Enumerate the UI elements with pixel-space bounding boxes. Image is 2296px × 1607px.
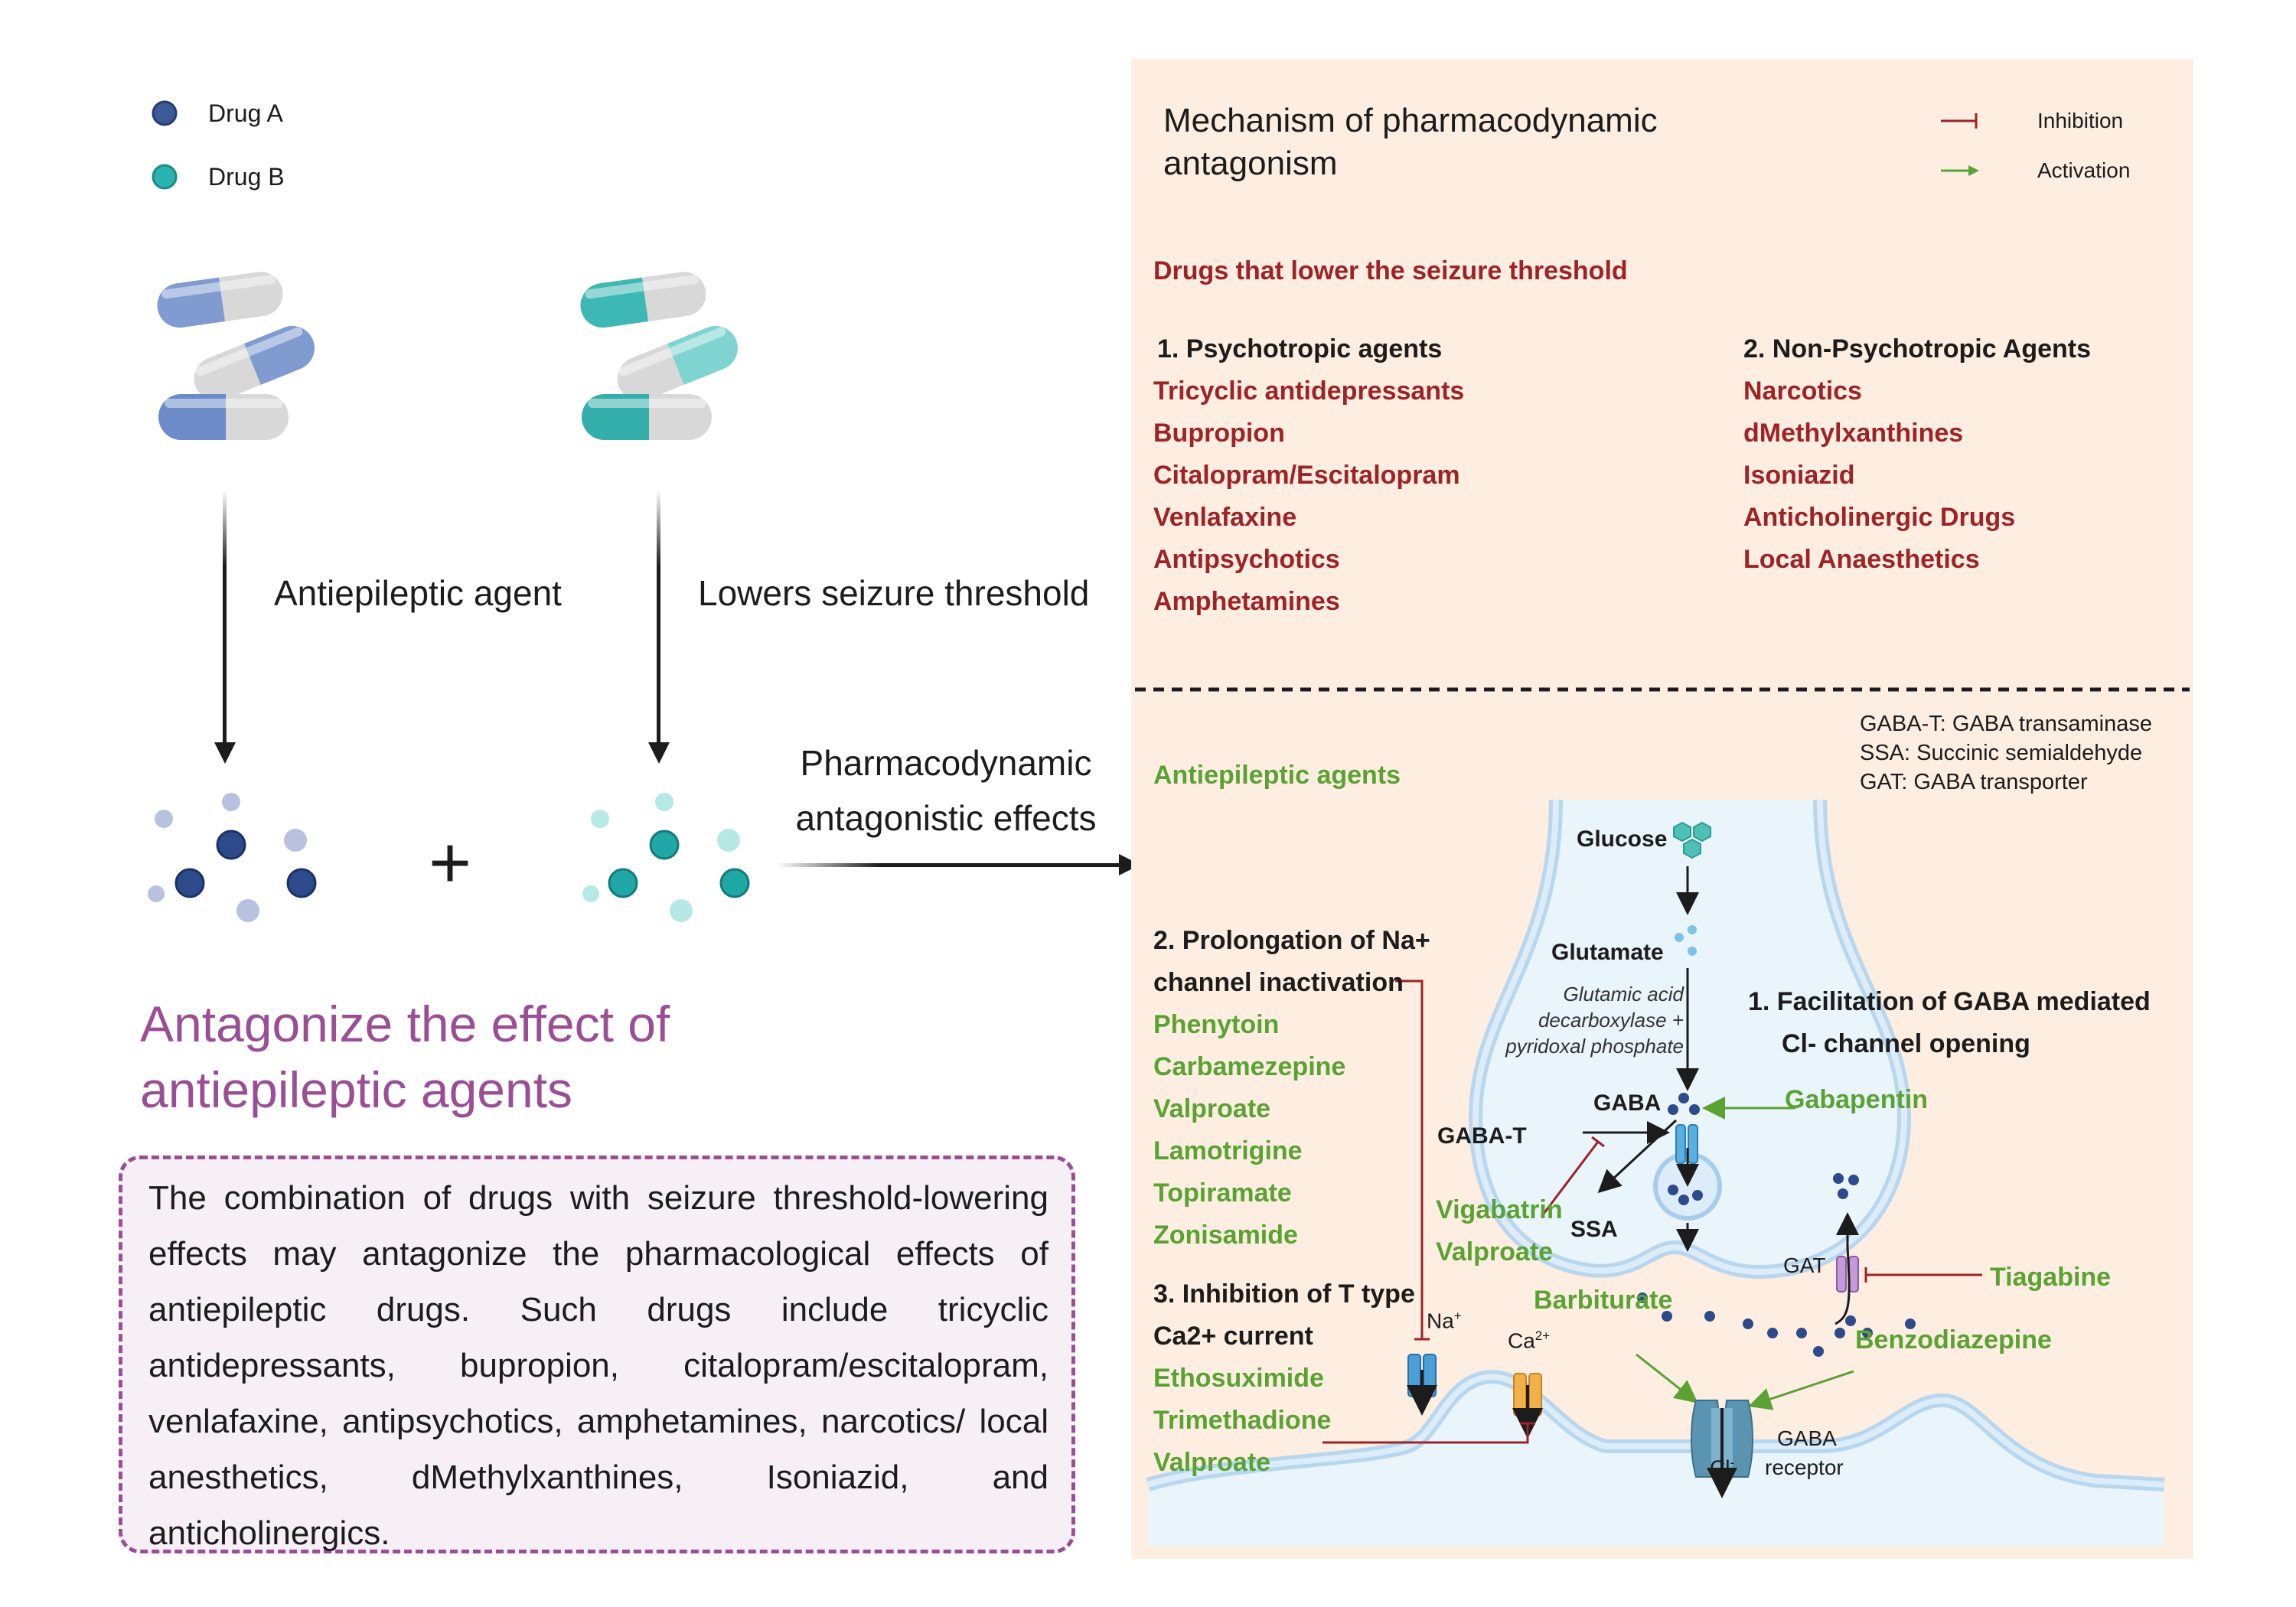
na-superscript: +: [1453, 1309, 1462, 1323]
na-label: Na+: [1427, 1309, 1462, 1333]
gaba-mechanism-heading-line2: Cl- channel opening: [1782, 1029, 2030, 1058]
cl-label: Cl-: [1710, 1455, 1734, 1480]
ca-superscript: 2+: [1534, 1328, 1551, 1343]
ca-mechanism-heading-line1: 3. Inhibition of T type: [1153, 1279, 1415, 1309]
non-psychotropic-heading: 2. Non-Psychotropic Agents: [1743, 334, 2092, 363]
lowers-threshold-label: Lowers seizure threshold: [698, 573, 1090, 613]
ca-drug-item: Ethosuximide: [1153, 1364, 1324, 1393]
drug-b-capsules-icon: [580, 272, 738, 440]
gaba-label: GABA: [1593, 1090, 1662, 1116]
benzodiazepine-label: Benzodiazepine: [1855, 1325, 2052, 1354]
non-psychotropic-item: Isoniazid: [1743, 461, 1855, 490]
tiagabine-label: Tiagabine: [1990, 1263, 2112, 1292]
abbr-ssa: SSA: Succinic semialdehyde: [1860, 741, 2143, 765]
left-flow-arrows: [214, 490, 1133, 875]
na-text: Na: [1427, 1309, 1454, 1333]
psychotropic-item: Amphetamines: [1153, 587, 1340, 616]
enzyme-label-line2: decarboxylase +: [1538, 1009, 1684, 1032]
abbr-gat: GAT: GABA transporter: [1860, 770, 2088, 794]
ca-text: Ca: [1508, 1328, 1535, 1353]
non-psychotropic-item: Local Anaesthetics: [1743, 545, 1980, 574]
antiepileptic-agent-label: Antiepileptic agent: [274, 573, 562, 613]
psychotropic-item: Tricyclic antidepressants: [1153, 376, 1465, 406]
psychotropic-item: Bupropion: [1153, 419, 1285, 448]
enzyme-label-line3: pyridoxal phosphate: [1505, 1035, 1684, 1058]
abbr-gaba-t: GABA-T: GABA transaminase: [1860, 712, 2152, 736]
na-drug-item: Phenytoin: [1153, 1010, 1280, 1039]
gaba-mechanism-heading-line1: 1. Facilitation of GABA mediated: [1748, 987, 2151, 1016]
psychotropic-item: Venlafaxine: [1153, 503, 1297, 532]
ca-drug-item: Valproate: [1153, 1448, 1271, 1477]
psychotropic-item: Antipsychotics: [1153, 545, 1340, 574]
ssa-label: SSA: [1570, 1217, 1618, 1242]
na-drug-item: Carbamezepine: [1153, 1052, 1346, 1081]
enzyme-label-line1: Glutamic acid: [1563, 983, 1684, 1006]
vigabatrin-label: Vigabatrin: [1436, 1195, 1563, 1224]
non-psychotropic-item: dMethylxanthines: [1743, 419, 1964, 448]
gat-label: GAT: [1783, 1253, 1826, 1277]
effects-label-line2: antagonistic effects: [795, 798, 1097, 838]
gabapentin-label: Gabapentin: [1785, 1085, 1929, 1114]
na-drug-item: Lamotrigine: [1153, 1136, 1303, 1165]
ca-mechanism-heading-line2: Ca2+ current: [1153, 1322, 1313, 1351]
na-mechanism-heading-line1: 2. Prolongation of Na+: [1153, 926, 1430, 955]
panel-divider: [1135, 687, 2190, 692]
psychotropic-heading: 1. Psychotropic agents: [1157, 334, 1443, 363]
drug-b-molecules: [582, 793, 750, 922]
synapse-diagram: [1146, 799, 2165, 1546]
na-drug-item: Zonisamide: [1153, 1221, 1298, 1250]
lowers-arrow: [657, 490, 660, 746]
panel-legend-icons: [1941, 113, 1979, 176]
main-title-line2: antiepileptic agents: [140, 1061, 573, 1118]
valproate-gaba-label: Valproate: [1436, 1237, 1554, 1266]
effects-label-line1: Pharmacodynamic: [800, 743, 1092, 783]
effects-arrow: [777, 863, 1121, 867]
explanation-note-text: The combination of drugs with seizure th…: [148, 1179, 1049, 1552]
cl-text: Cl: [1710, 1455, 1730, 1480]
panel-title-line1: Mechanism of pharmacodynamic: [1163, 102, 1658, 139]
gaba-receptor-label-line2: receptor: [1765, 1455, 1844, 1479]
gaba-receptor-label-line1: GABA: [1777, 1426, 1837, 1450]
gaba-t-label: GABA-T: [1437, 1123, 1527, 1149]
panel-title-line2: antagonism: [1163, 145, 1338, 182]
antiepileptic-arrow: [223, 490, 227, 746]
non-psychotropic-item: Narcotics: [1743, 376, 1862, 406]
drug-a-capsules-icon: [157, 272, 315, 440]
plus-sign: +: [429, 822, 472, 904]
non-psychotropic-item: Anticholinergic Drugs: [1743, 503, 2016, 532]
drug-a-molecules: [148, 793, 317, 922]
glutamate-label: Glutamate: [1551, 940, 1664, 965]
na-mechanism-heading-line2: channel inactivation: [1153, 968, 1404, 997]
explanation-note-box: The combination of drugs with seizure th…: [119, 1156, 1075, 1553]
na-drug-item: Valproate: [1153, 1094, 1271, 1123]
ca-label: Ca2+: [1508, 1328, 1550, 1353]
enzyme-label: Glutamic acid decarboxylase + pyridoxal …: [1477, 981, 1684, 1059]
drug-a-label: Drug A: [208, 99, 283, 127]
psychotropic-item: Citalopram/Escitalopram: [1153, 461, 1460, 490]
ca-drug-item: Trimethadione: [1153, 1406, 1332, 1435]
drug-legend-dots: [152, 100, 178, 190]
legend-inhibition-label: Inhibition: [2037, 109, 2124, 132]
lower-threshold-heading: Drugs that lower the seizure threshold: [1153, 256, 1628, 285]
drug-b-label: Drug B: [208, 163, 285, 191]
legend-activation-label: Activation: [2037, 158, 2131, 182]
barbiturate-label: Barbiturate: [1534, 1286, 1673, 1315]
cl-superscript: -: [1730, 1455, 1735, 1470]
glucose-label: Glucose: [1577, 826, 1668, 852]
na-drug-item: Topiramate: [1153, 1178, 1292, 1208]
main-title-line1: Antagonize the effect of: [140, 996, 670, 1052]
antiepileptic-agents-heading: Antiepileptic agents: [1153, 761, 1401, 790]
